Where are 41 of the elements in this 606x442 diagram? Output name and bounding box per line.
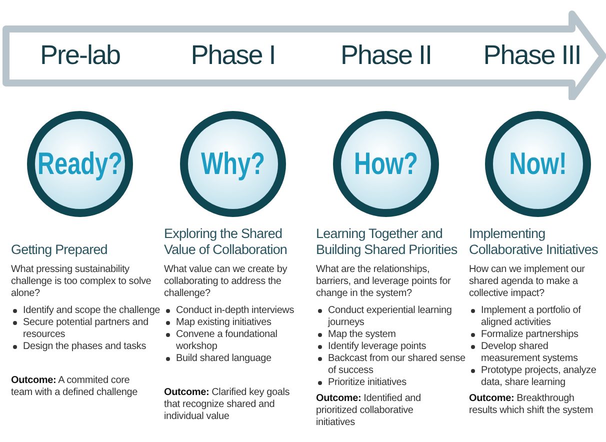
question-text: What value can we create by collaborating to address the challenge? — [164, 264, 288, 300]
outcome-text: Outcome: Breakthrough results which shift the system — [469, 393, 594, 417]
bullet-item: Implement a portfolio of aligned activities — [481, 305, 582, 329]
circle-label: How? — [354, 146, 418, 182]
column-heading: Implementing Collaborative Initiatives — [469, 226, 599, 258]
question-text: How can we implement our shared agenda to make a collective impact? — [469, 264, 586, 300]
phase-label: Phase II — [340, 40, 432, 71]
bullet-item: Prototype projects, analyze data, share learning — [481, 365, 598, 389]
bullet-item: Build shared language — [176, 353, 272, 365]
bullet-item: Identify and scope the challenge — [23, 305, 161, 317]
bullet-item: Backcast from our shared sense of success — [328, 353, 466, 377]
outcome-text: Outcome: Clarified key goals that recognize shared and individual value — [164, 387, 291, 423]
bullet-item: Develop shared measurement systems — [481, 341, 579, 365]
bullet-item: Conduct experiential learning journeys — [328, 305, 453, 329]
bullet-item: Secure potential partners and resources — [23, 317, 150, 341]
question-text: What are the relationships, barriers, and leverage points for change in the system? — [316, 264, 452, 300]
phase-label: Phase I — [190, 40, 276, 71]
phase-label: Phase III — [483, 40, 581, 71]
bullet-item: Identify leverage points — [328, 341, 428, 353]
arrow-banner — [0, 10, 606, 100]
bullet-item: Convene a foundational workshop — [176, 329, 278, 353]
bullet-item: Formalize partnerships — [481, 329, 580, 341]
question-text: What pressing sustainability challenge is too complex to solve alone? — [11, 264, 152, 300]
column-heading: Exploring the Shared Value of Collaboration — [164, 226, 288, 258]
bullet-item: Conduct in-depth interviews — [176, 305, 295, 317]
phase-circle — [179, 110, 287, 218]
bullet-item: Map the system — [328, 329, 397, 341]
circle-label: Now! — [509, 146, 567, 182]
outcome-text: Outcome: Identified and prioritized collaborative initiatives — [316, 393, 422, 429]
circle-label: Ready? — [37, 146, 123, 182]
column-heading: Getting Prepared — [11, 242, 108, 258]
phase-circle — [26, 110, 134, 218]
circle-label: Why? — [200, 146, 266, 182]
column-heading: Learning Together and Building Shared Priorities — [316, 226, 458, 258]
bullet-item: Map existing initiatives — [176, 317, 272, 329]
bullet-item: Prioritize initiatives — [328, 377, 408, 389]
bullet-item: Design the phases and tasks — [23, 341, 148, 353]
outcome-text: Outcome: A commited core team with a defined challenge — [11, 375, 139, 399]
phase-circle — [332, 110, 440, 218]
phase-label: Pre-lab — [40, 40, 120, 71]
phase-circle — [484, 110, 592, 218]
